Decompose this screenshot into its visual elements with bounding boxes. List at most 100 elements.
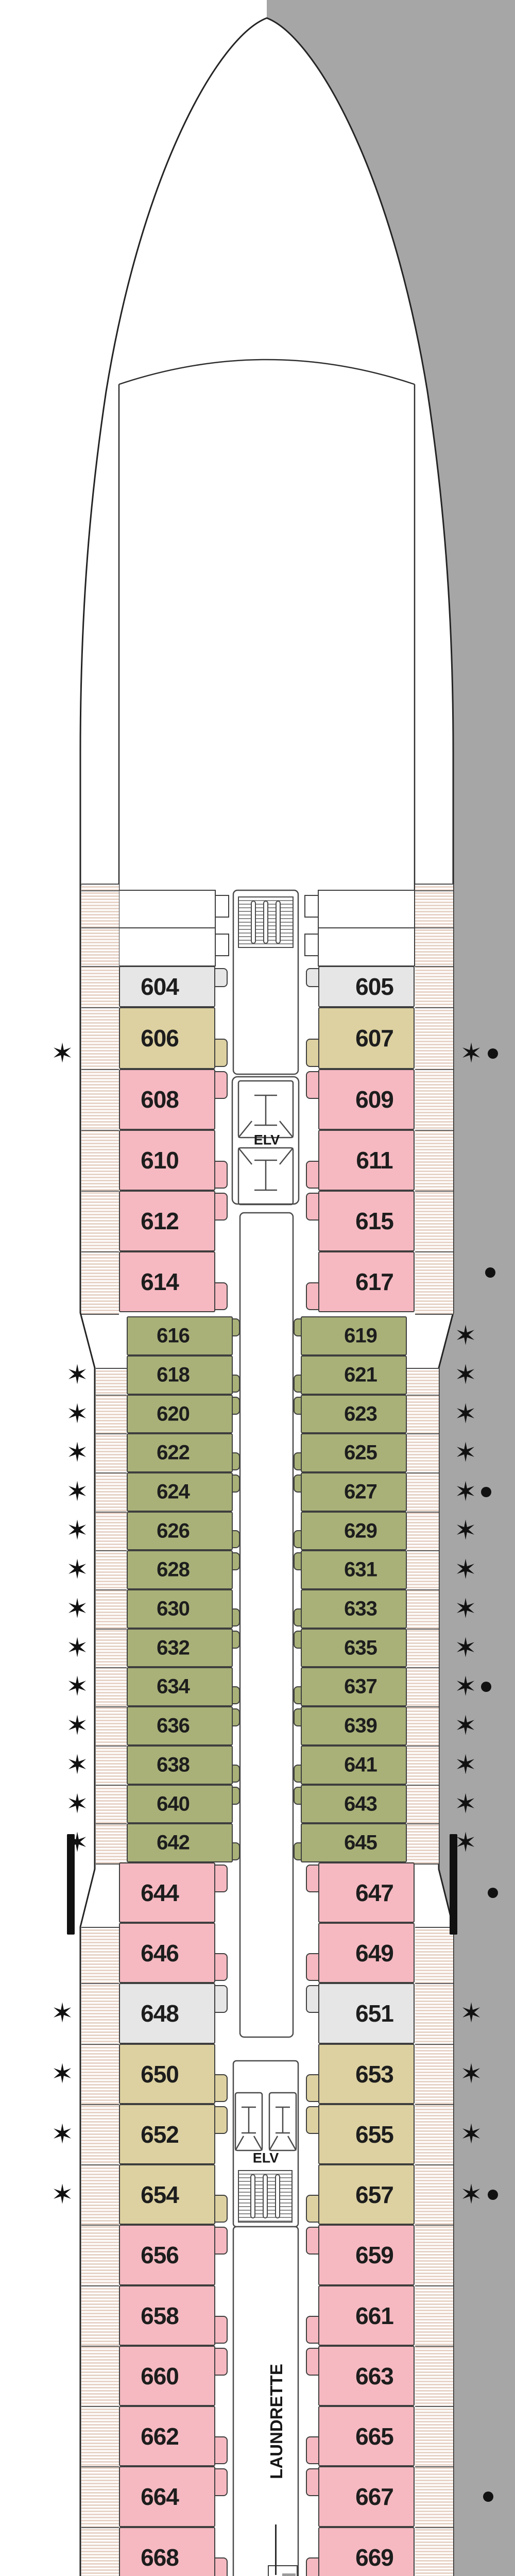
- balcony-divider: [415, 2346, 453, 2347]
- balcony-divider: [407, 1395, 439, 1396]
- cabin-663-vestibule: [306, 2348, 319, 2376]
- cabin-662: [119, 2406, 215, 2466]
- cabin-number: 616: [157, 1324, 190, 1347]
- star-marker: ✶: [454, 1633, 477, 1664]
- cabin-number: 639: [344, 1714, 377, 1737]
- cabin-644-vestibule: [214, 1865, 228, 1892]
- cabin-661: [318, 2285, 415, 2346]
- cabin-615-vestibule: [306, 1193, 319, 1221]
- cabin-659-vestibule: [306, 2227, 319, 2255]
- cabin-667-vestibule: [306, 2468, 319, 2496]
- star-marker: ✶: [460, 1038, 483, 1069]
- cabin-number: 628: [157, 1558, 190, 1581]
- cabin-number: 604: [141, 973, 179, 1000]
- dot-marker: [488, 1048, 498, 1059]
- star-marker: ✶: [454, 1515, 477, 1546]
- balcony-divider: [96, 1589, 127, 1590]
- star-marker: ✶: [454, 1554, 477, 1585]
- cabin-number: 607: [355, 1025, 394, 1052]
- balcony-band: [407, 1368, 439, 1865]
- cabin-number: 605: [355, 973, 394, 1000]
- balcony-divider: [407, 1745, 439, 1747]
- balcony-divider: [407, 1667, 439, 1668]
- balcony-divider: [81, 1191, 119, 1192]
- cabin-612-vestibule: [214, 1193, 228, 1221]
- star-marker: ✶: [66, 1437, 89, 1468]
- cabin-number: 641: [344, 1753, 377, 1776]
- star-marker: ✶: [454, 1399, 477, 1430]
- cabin-660-vestibule: [214, 2348, 228, 2376]
- cabin-621-vestibule: [294, 1375, 302, 1393]
- cabin-number: 610: [141, 1147, 179, 1174]
- cabin-659: [318, 2225, 415, 2285]
- cabin-654: [119, 2164, 215, 2225]
- cabin-653: [318, 2044, 415, 2104]
- dot-marker: [481, 1682, 491, 1692]
- star-marker: ✶: [454, 1437, 477, 1468]
- cabin-639: [301, 1706, 407, 1745]
- cabin-number: 620: [157, 1402, 190, 1425]
- elevator-label-forward: ELV: [253, 1132, 280, 1148]
- cabin-649: [318, 1923, 415, 1983]
- balcony-divider: [81, 1069, 119, 1070]
- cabin-number: 649: [355, 1939, 394, 1967]
- dot-marker: [488, 1888, 498, 1898]
- balcony-divider: [81, 1007, 119, 1008]
- cabin-641: [301, 1745, 407, 1785]
- cabin-number: 636: [157, 1714, 190, 1737]
- cabin-609-vestibule: [306, 1071, 319, 1099]
- star-marker: ✶: [454, 1710, 477, 1741]
- star-marker: ✶: [66, 1710, 89, 1741]
- cabin-number: 624: [157, 1480, 190, 1503]
- cabin-667: [318, 2466, 415, 2527]
- cabin-644: [119, 1862, 215, 1923]
- cabin-646: [119, 1923, 215, 1983]
- cabin-660: [119, 2346, 215, 2406]
- cabin-616-vestibule: [232, 1318, 240, 1336]
- cabin-604: [119, 966, 215, 1007]
- cabin-number: 609: [355, 1086, 394, 1113]
- cabin-661-vestibule: [306, 2316, 319, 2344]
- balcony-divider: [415, 2104, 453, 2105]
- cabin-635-vestibule: [294, 1631, 302, 1649]
- cabin-number: 656: [141, 2242, 179, 2268]
- cabin-number: 668: [141, 2544, 179, 2571]
- cabin-number: 658: [141, 2302, 179, 2329]
- cabin-663: [318, 2346, 415, 2406]
- cabin-634-vestibule: [232, 1686, 240, 1704]
- star-marker: ✶: [454, 1477, 477, 1507]
- star-marker: ✶: [66, 1360, 89, 1391]
- star-marker: ✶: [460, 2119, 483, 2150]
- balcony-divider: [96, 1629, 127, 1630]
- cabin-642: [127, 1823, 233, 1862]
- balcony-divider: [96, 1512, 127, 1513]
- cabin-658-vestibule: [214, 2316, 228, 2344]
- star-marker: ✶: [51, 2059, 74, 2090]
- cabin-number: 629: [344, 1519, 377, 1542]
- cabin-number: 637: [344, 1675, 377, 1698]
- dot-marker: [481, 1487, 491, 1497]
- cabin-642-vestibule: [232, 1842, 240, 1860]
- cabin-number: 622: [157, 1441, 190, 1464]
- balcony-divider: [96, 1823, 127, 1824]
- cabin-619-vestibule: [294, 1318, 302, 1336]
- cabin-646-vestibule: [214, 1953, 228, 1981]
- cabin-number: 655: [355, 2121, 394, 2148]
- star-marker: ✶: [66, 1789, 89, 1820]
- cabin-643: [301, 1785, 407, 1823]
- cabin-number: 632: [157, 1636, 190, 1659]
- cabin-647-vestibule: [306, 1865, 319, 1892]
- cabin-635: [301, 1629, 407, 1667]
- balcony-divider: [415, 1069, 453, 1070]
- dot-marker: [483, 2492, 493, 2502]
- cabin-607-vestibule: [306, 1039, 319, 1067]
- balcony-divider: [96, 1706, 127, 1707]
- cabin-626-vestibule: [232, 1530, 240, 1548]
- cabin-number: 659: [355, 2242, 394, 2268]
- cabin-664-vestibule: [214, 2468, 228, 2496]
- leader-line: [275, 2524, 277, 2575]
- cabin-618: [127, 1355, 233, 1395]
- cabin-651: [318, 1983, 415, 2044]
- cabin-638: [127, 1745, 233, 1785]
- cabin-number: 661: [355, 2302, 394, 2329]
